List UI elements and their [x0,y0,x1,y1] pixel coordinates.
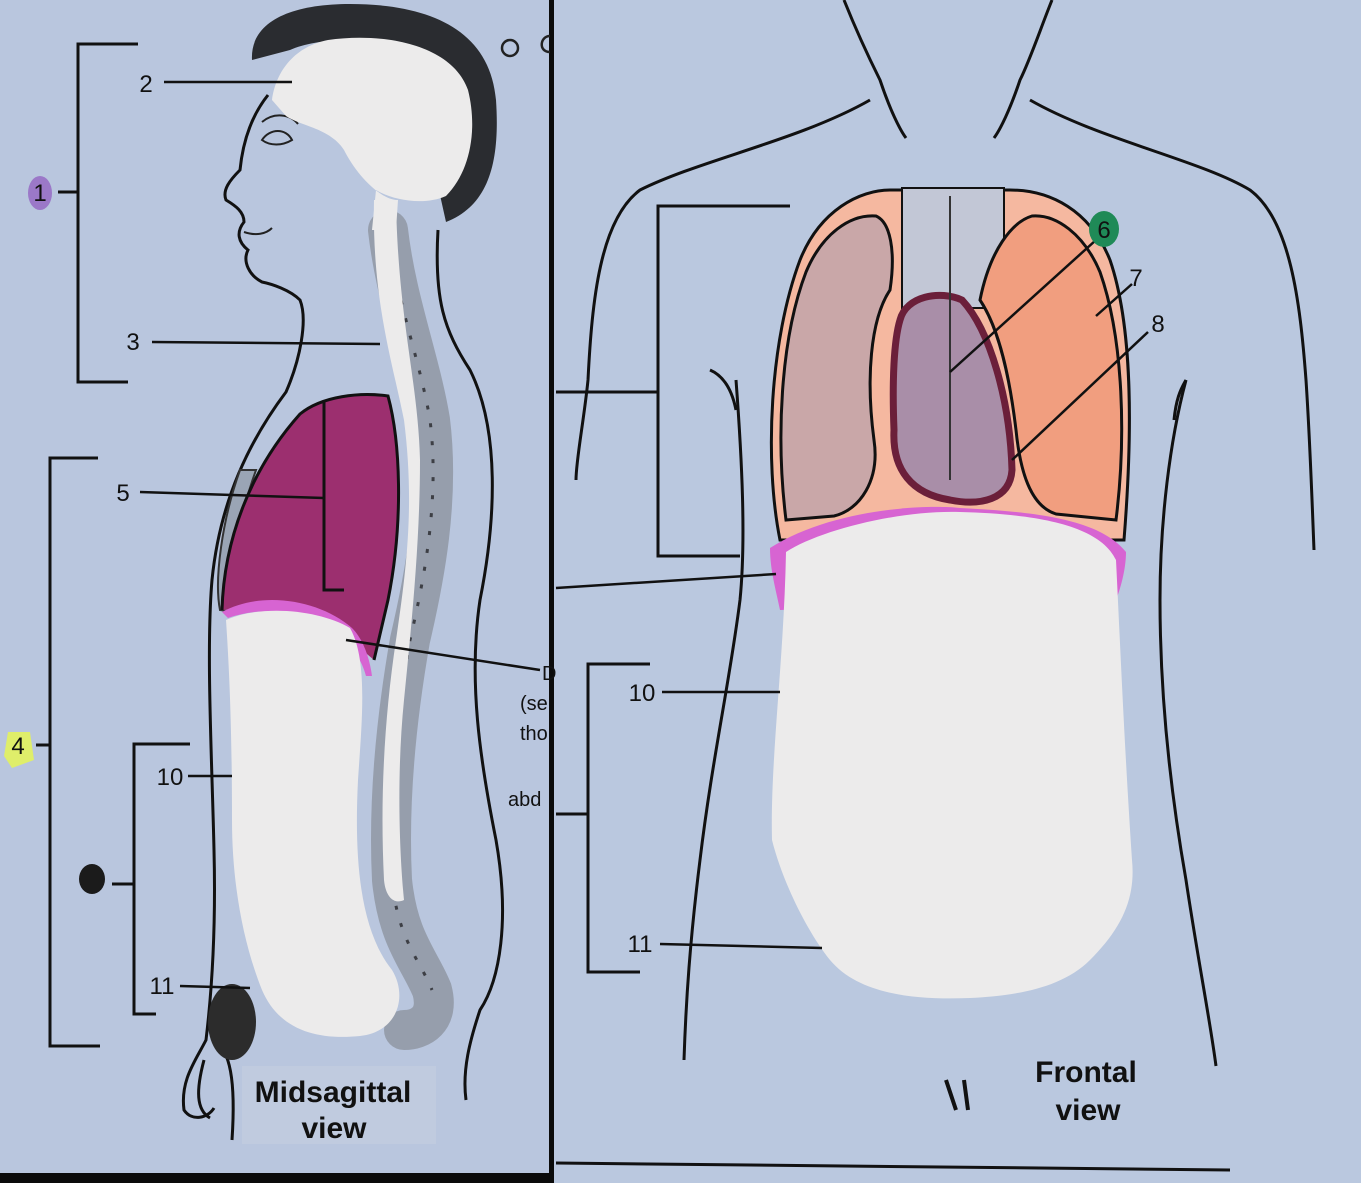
vertebral-column-detail [386,229,435,991]
label-3: 3 [126,329,139,356]
bracket-thoracic [322,400,344,592]
leader-6 [949,239,1097,373]
bracket-abdominopelvic-frontal [556,662,650,974]
diaphragm [222,600,372,676]
highlight-label-6 [1089,211,1119,247]
leader-5 [139,490,325,500]
lung-left [779,214,894,522]
label-6: 6 [1097,217,1110,244]
frontal-shoulder-right [1029,98,1316,551]
label-8: 8 [1151,311,1164,338]
label-4: 4 [11,733,24,760]
midsagittal-caption-line2: view [301,1112,367,1145]
lung-right [978,214,1124,522]
abdominopelvic-cover-frontal [771,511,1133,999]
frontal-groin [944,1079,970,1111]
eye [260,114,299,146]
leader-diaphragm-midsagittal [345,638,541,672]
left-panel-bottom-border [0,1173,552,1183]
leader-7 [1095,283,1133,317]
leader-11-frontal [659,942,823,950]
cut-text-abd: abd [508,789,541,811]
body-back-outline [435,229,504,1101]
label-2: 2 [139,71,152,98]
abdominopelvic-cover [226,610,400,1037]
frontal-neck-right [992,0,1054,139]
heart-pericardium [889,291,1016,506]
midsagittal-view: Midsagittal view 1 2 3 4 5 10 11 D (se t… [4,4,556,1145]
bracket-4 [36,456,100,1048]
bracket-1 [58,42,138,384]
brain-cover [272,37,473,230]
frontal-caption-line2: view [1055,1094,1121,1127]
leader-8 [1011,331,1149,461]
frontal-neck-left [842,0,908,139]
cut-text-d: D [542,663,556,685]
frontal-shoulder-left [574,98,871,481]
highlight-label-4 [4,732,34,768]
bracket-abdominopelvic [112,742,190,1016]
right-panel-bottom-rule [555,1161,1231,1172]
midsagittal-caption-background [242,1066,436,1144]
frontal-view: 6 7 8 10 11 Frontal view [555,0,1316,1127]
highlight-label-1 [28,176,52,210]
cut-text-se: (se [520,693,548,715]
label-11-midsagittal: 11 [150,973,175,1000]
top-mark-c [540,34,551,54]
leader-diaphragm-frontal [555,572,777,590]
label-10-frontal: 10 [629,680,656,707]
label-10-midsagittal: 10 [157,764,184,791]
panel-divider [549,0,554,1183]
leader-3 [151,340,381,346]
thoracic-cavity-outline [220,393,401,661]
frontal-armpit-right [1172,379,1188,421]
spinal-cord-cover [373,200,420,902]
frontal-torso-left [682,379,745,1061]
frontal-torso-right [1158,379,1218,1067]
frontal-armpit-left [709,368,738,411]
label-11-frontal: 11 [628,931,653,958]
label-1: 1 [33,180,46,207]
mouth [243,227,273,236]
pubic-hair [208,984,256,1060]
bracket-thoracic-frontal [556,204,790,558]
black-dot-marker [79,864,105,894]
leader-11-midsagittal [179,984,251,990]
cut-text-tho: tho [520,723,548,745]
top-mark-o [500,38,520,58]
label-5: 5 [116,480,129,507]
label-7: 7 [1129,265,1142,292]
midsagittal-caption-line1: Midsagittal [255,1076,412,1109]
frontal-caption-line1: Frontal [1035,1056,1137,1089]
